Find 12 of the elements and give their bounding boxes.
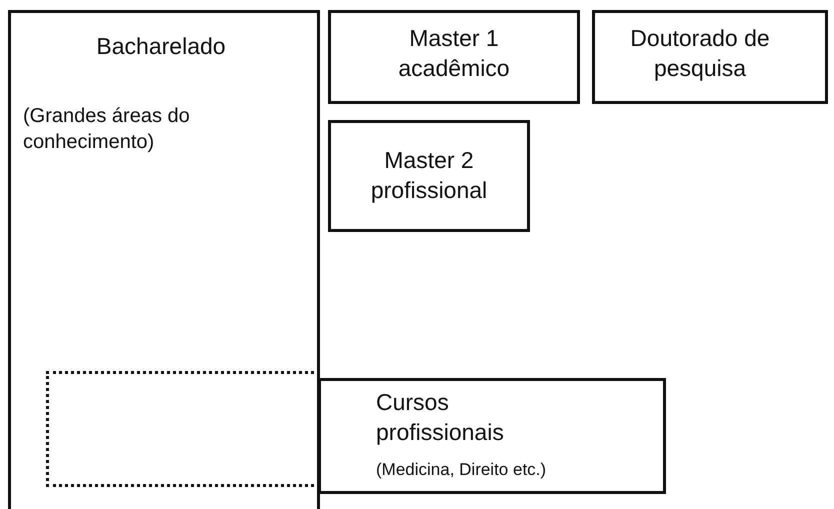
box-title: Bacharelado (95, 32, 227, 61)
program-box (328, 10, 580, 104)
program-box (318, 378, 666, 494)
box-subtitle: (Medicina, Direito etc.) (376, 459, 548, 481)
program-box (8, 10, 320, 509)
program-box (592, 10, 828, 104)
box-title: Master 2 profissional (370, 146, 488, 205)
box-title: Doutorado de pesquisa (629, 24, 771, 83)
box-subtitle: (Grandes áreas do conhecimento) (23, 104, 191, 155)
box-title: Cursos profissionais (376, 388, 505, 447)
program-box (328, 120, 530, 232)
box-title: Master 1 acadêmico (397, 24, 511, 83)
